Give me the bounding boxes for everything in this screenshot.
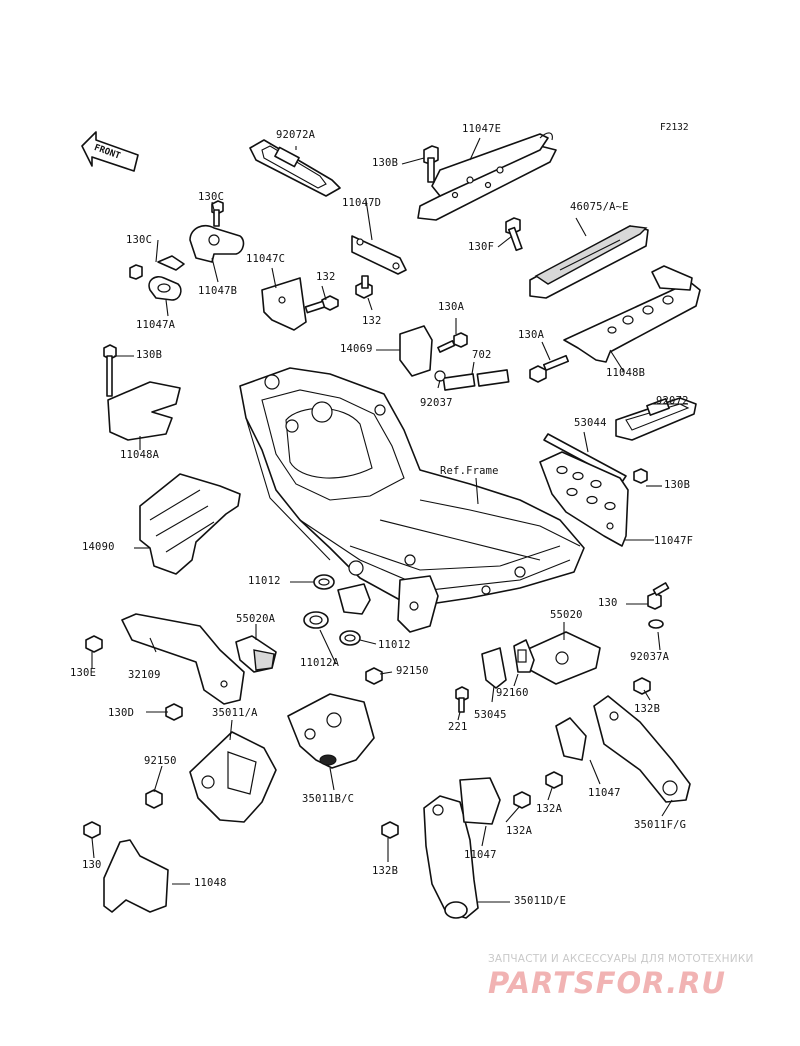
callout-130: 130 bbox=[598, 597, 618, 609]
callout-11047A: 11047A bbox=[136, 319, 176, 331]
part-11048A-bracket bbox=[103, 344, 181, 441]
callout-92160: 92160 bbox=[496, 687, 529, 699]
part-14090-cover bbox=[139, 473, 241, 575]
callout-92037: 92037 bbox=[420, 397, 453, 409]
part-92072A-strap bbox=[249, 139, 341, 197]
part-53045-block bbox=[455, 639, 535, 713]
callout-92072A: 92072A bbox=[276, 129, 316, 141]
callout-130C-2: 130C bbox=[126, 234, 153, 246]
callout-92150-1: 92150 bbox=[396, 665, 429, 677]
part-35011A-bracket bbox=[145, 731, 277, 823]
callout-11012-1: 11012 bbox=[248, 575, 281, 587]
callout-702: 702 bbox=[472, 349, 492, 361]
callout-11048A: 11048A bbox=[120, 449, 160, 461]
callout-11047C: 11047C bbox=[246, 253, 286, 265]
callout-11047-1: 11047 bbox=[588, 787, 621, 799]
main-frame bbox=[239, 367, 585, 633]
leader-lines bbox=[91, 137, 688, 903]
callout-132A-2: 132A bbox=[506, 825, 533, 837]
callout-11048B: 11048B bbox=[606, 367, 646, 379]
callout-11047F: 11047F bbox=[654, 535, 694, 547]
callout-11047E: 11047E bbox=[462, 123, 502, 135]
part-55020 bbox=[525, 631, 601, 685]
callout-11047B: 11047B bbox=[198, 285, 238, 297]
part-14069-cover bbox=[399, 325, 510, 391]
watermark-subtitle: ЗАПЧАСТИ И АКСЕССУАРЫ ДЛЯ МОТОТЕХНИКИ bbox=[488, 953, 754, 965]
part-11047B-clamp bbox=[189, 200, 245, 263]
part-11047D-bracket bbox=[351, 235, 407, 299]
callout-132B-2: 132B bbox=[372, 865, 399, 877]
callout-221: 221 bbox=[448, 721, 468, 733]
callout-53045: 53045 bbox=[474, 709, 507, 721]
part-11012-grommets bbox=[303, 574, 361, 646]
callout-11012A: 11012A bbox=[300, 657, 340, 669]
callout-55020A: 55020A bbox=[236, 613, 276, 625]
part-92037A bbox=[647, 582, 670, 629]
callout-11047D: 11047D bbox=[342, 197, 382, 209]
callout-92150-2: 92150 bbox=[144, 755, 177, 767]
callout-130F: 130F bbox=[468, 241, 495, 253]
callout-11012-2: 11012 bbox=[378, 639, 411, 651]
callout-11048: 11048 bbox=[194, 877, 227, 889]
part-35011BC-bracket bbox=[287, 667, 383, 769]
callout-130A-1: 130A bbox=[438, 301, 465, 313]
part-11047F-bracket bbox=[539, 451, 648, 547]
callout-46075: 46075/A~E bbox=[570, 201, 629, 213]
callout-130-b: 130 bbox=[82, 859, 102, 871]
part-92072-strap bbox=[615, 397, 697, 441]
callout-11047-2: 11047 bbox=[464, 849, 497, 861]
part-11048-bracket bbox=[83, 821, 169, 913]
part-11048B-bracket bbox=[529, 265, 701, 383]
callout-14090: 14090 bbox=[82, 541, 115, 553]
part-46075-grab-rail bbox=[505, 217, 649, 299]
callout-130C-1: 130C bbox=[198, 191, 225, 203]
part-35011FG-bracket bbox=[545, 677, 691, 803]
callout-130E: 130E bbox=[70, 667, 97, 679]
callout-53044: 53044 bbox=[574, 417, 607, 429]
callout-92037A: 92037A bbox=[630, 651, 670, 663]
callout-130B-top: 130B bbox=[372, 157, 399, 169]
callout-130D: 130D bbox=[108, 707, 135, 719]
part-11047C-bracket bbox=[261, 277, 339, 331]
callout-35011DE: 35011D/E bbox=[514, 895, 567, 907]
callout-132A-1: 132A bbox=[536, 803, 563, 815]
callout-35011FG: 35011F/G bbox=[634, 819, 687, 831]
callout-ref-frame: Ref.Frame bbox=[440, 465, 499, 477]
part-35011DE-bracket bbox=[381, 777, 531, 919]
part-11047E-bracket bbox=[417, 132, 557, 221]
part-32109-bracket bbox=[85, 613, 245, 721]
callout-35011BC: 35011B/C bbox=[302, 793, 355, 805]
callout-35011A: 35011/A bbox=[212, 707, 258, 719]
callout-130A-2: 130A bbox=[518, 329, 545, 341]
watermark-logo: PARTSFOR.RU bbox=[488, 966, 726, 1000]
callout-130B-left: 130B bbox=[136, 349, 163, 361]
callout-92072: 92072 bbox=[656, 395, 689, 407]
callout-130B-right: 130B bbox=[664, 479, 691, 491]
callout-55020: 55020 bbox=[550, 609, 583, 621]
callout-14069: 14069 bbox=[340, 343, 373, 355]
part-55020A bbox=[235, 635, 277, 673]
callout-32109: 32109 bbox=[128, 669, 161, 681]
callout-132B-1: 132B bbox=[634, 703, 661, 715]
diagram-code: F2132 bbox=[660, 122, 689, 133]
part-11047A-clamp bbox=[129, 255, 185, 301]
callout-132-1: 132 bbox=[316, 271, 336, 283]
callout-132-2: 132 bbox=[362, 315, 382, 327]
front-arrow bbox=[81, 131, 139, 172]
